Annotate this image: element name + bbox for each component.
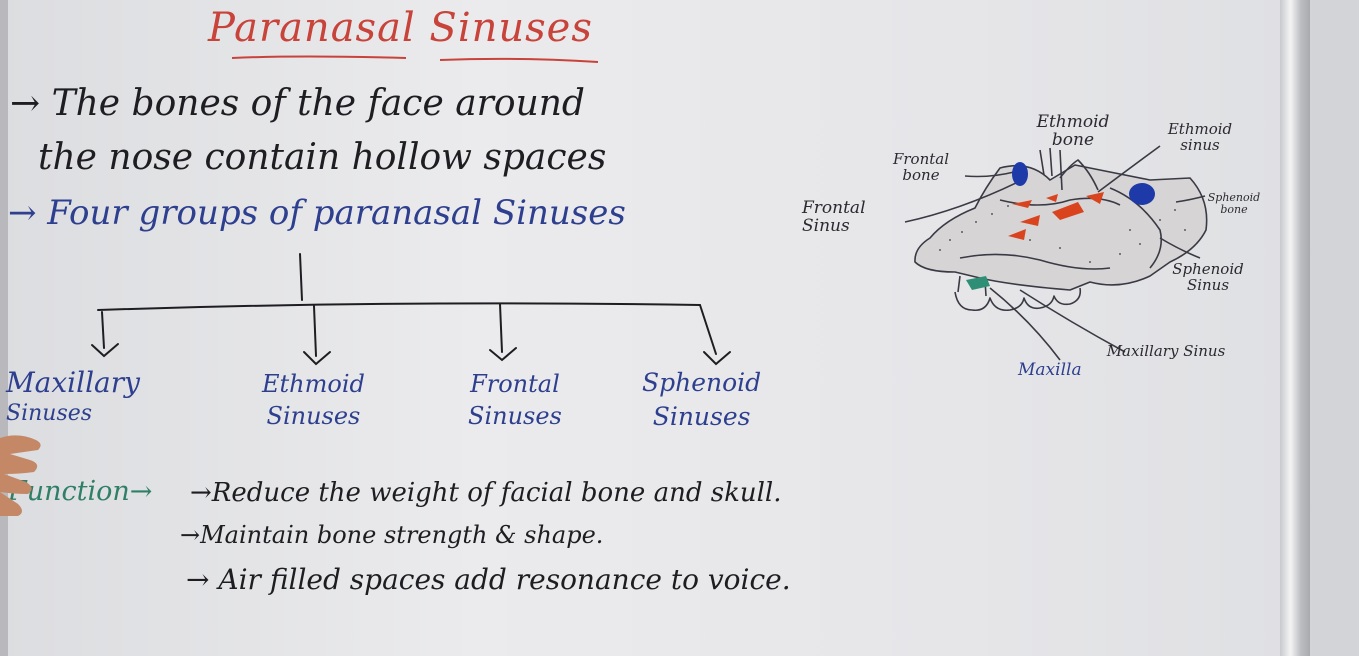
label-sphenoid-sinus: Sphenoid Sinus — [1172, 260, 1244, 294]
label-frontal-bone: Frontal bone — [892, 150, 950, 184]
category-label: Sphenoid — [642, 368, 762, 397]
frontal-sinus-mark — [1012, 162, 1028, 186]
category-sublabel: Sinuses — [652, 401, 751, 431]
board-frame-edge — [0, 0, 8, 656]
category-label: Ethmoid — [262, 370, 365, 398]
skull-stipple — [939, 205, 1186, 263]
intro-line-3: → Four groups of paranasal Sinuses — [8, 193, 626, 233]
category-sphenoid: Sphenoid Sinuses — [642, 366, 761, 434]
category-sublabel: Sinuses — [6, 401, 93, 426]
label-sphenoid-bone: Sphenoid bone — [1207, 191, 1261, 216]
function-point-3: → Air filled spaces add resonance to voi… — [186, 563, 791, 596]
tree-connector — [91, 253, 731, 366]
label-ethmoid-bone: Ethmoid bone — [1036, 112, 1110, 150]
ethmoid-sinus-mark — [1129, 183, 1155, 205]
category-label: Maxillary — [6, 366, 140, 399]
category-sublabel: Sinuses — [468, 402, 562, 431]
category-label: Frontal — [470, 370, 560, 398]
intro-line-2: the nose contain hollow spaces — [38, 137, 607, 178]
red-sinus-mark-1 — [1012, 200, 1032, 208]
category-ethmoid: Ethmoid Sinuses — [262, 368, 365, 433]
label-maxilla: Maxilla — [1018, 360, 1082, 380]
red-sinus-mark-2 — [1020, 215, 1040, 226]
wall-background — [1310, 0, 1359, 656]
board-frame-rail — [1280, 0, 1310, 656]
function-point-1: →Reduce the weight of facial bone and sk… — [190, 478, 782, 508]
red-sinus-mark-4 — [1052, 202, 1084, 220]
presenter-hand — [0, 435, 41, 516]
red-sinus-mark-5 — [1046, 194, 1058, 202]
page-title: Paranasal Sinuses — [208, 5, 593, 51]
category-sublabel: Sinuses — [266, 402, 361, 431]
red-sinus-mark-6 — [1086, 192, 1104, 204]
category-maxillary: Maxillary Sinuses — [6, 365, 140, 428]
intro-line-1: → The bones of the face around — [10, 83, 585, 124]
label-maxillary-sinus: Maxillary Sinus — [1106, 342, 1226, 360]
category-frontal: Frontal Sinuses — [468, 368, 562, 433]
maxillary-sinus-mark — [966, 276, 990, 290]
function-label: Function→ — [8, 476, 153, 507]
function-point-2: →Maintain bone strength & shape. — [180, 521, 604, 549]
title-underline-left — [231, 55, 407, 59]
label-frontal-sinus: Frontal Sinus — [802, 198, 866, 236]
jaw-teeth — [954, 287, 1082, 312]
red-sinus-mark-3 — [1008, 229, 1026, 240]
label-ethmoid-sinus: Ethmoid sinus — [1167, 120, 1233, 154]
sinus-markings — [966, 162, 1155, 290]
title-underline-right — [439, 57, 599, 63]
